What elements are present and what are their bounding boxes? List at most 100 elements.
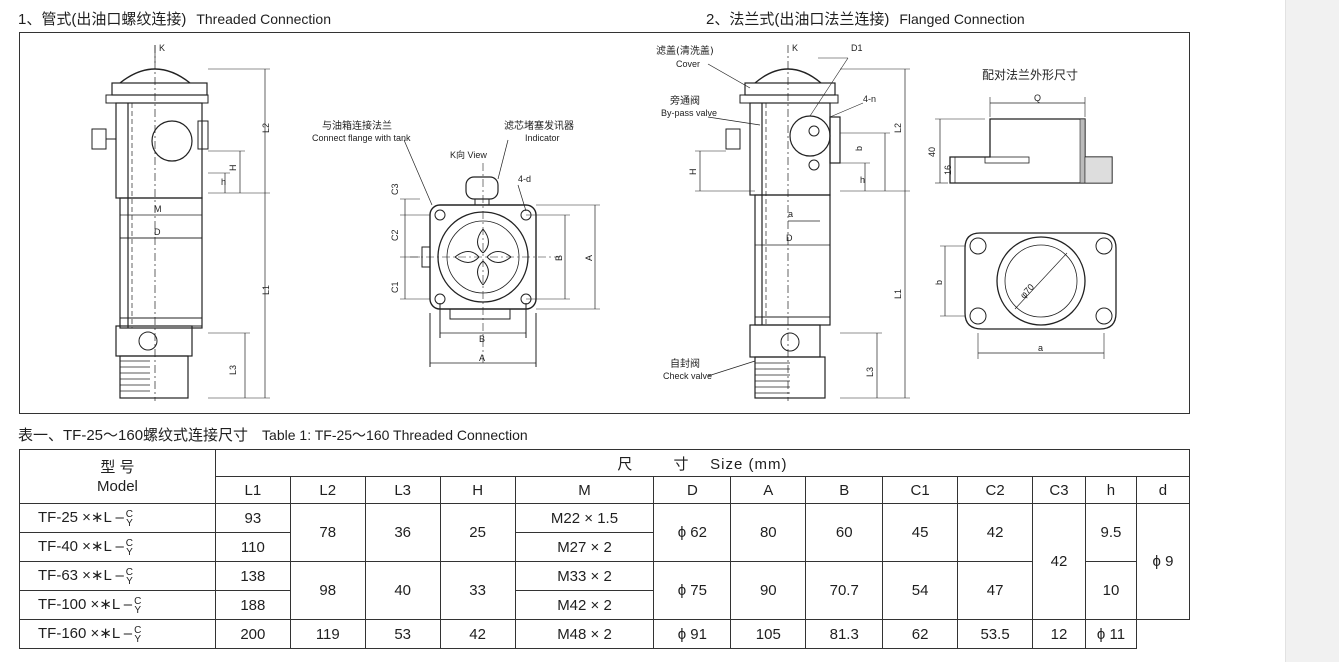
model-header-cn: 型 号 <box>100 458 135 476</box>
cell-c2: 47 <box>957 561 1034 620</box>
cell-small-h: 10 <box>1085 561 1137 620</box>
size-header-cn-1: 尺 <box>617 455 634 473</box>
cell-c2: 42 <box>957 503 1034 562</box>
table-header-row-1: 型 号 Model 尺 寸 Size (mm) <box>19 449 1191 504</box>
label-holes-4d: 4-d <box>518 174 531 184</box>
dimension-table: 型 号 Model 尺 寸 Size (mm) L1 L2 L3 H M D A … <box>19 449 1191 649</box>
label-d-1: D <box>154 227 161 237</box>
cell-l1: 93 <box>214 503 291 533</box>
label-c2: C2 <box>390 229 400 241</box>
label-d-2: D <box>786 233 793 243</box>
label-40: 40 <box>927 147 937 157</box>
label-check-cn: 自封阀 <box>670 357 700 370</box>
cell-h: 25 <box>439 503 516 562</box>
flanged-heading-cn: 2、法兰式(出油口法兰连接) <box>706 11 890 28</box>
cell-m: M33 × 2 <box>514 561 655 591</box>
cell-d: ϕ 75 <box>653 561 732 620</box>
model-name: TF-25 ×∗L – <box>38 509 124 527</box>
label-k-1: K <box>159 43 165 53</box>
table-caption-en: Table 1: TF-25～160 Threaded Connection <box>262 427 528 443</box>
label-mount-flange-en: Connect flange with tank <box>312 133 411 143</box>
label-bypass-cn: 旁通阀 <box>670 94 700 107</box>
cell-l1: 200 <box>214 619 291 649</box>
flanged-filter-drawing <box>695 45 910 401</box>
model-name: TF-160 ×∗L – <box>38 625 133 643</box>
label-m-1: M <box>154 204 162 214</box>
model-header-en: Model <box>97 477 138 495</box>
label-small-b-flange: b <box>854 146 864 151</box>
cell-a: 80 <box>730 503 807 562</box>
label-q: Q <box>1034 93 1041 103</box>
technical-drawing-frame: K L2 L1 L3 H h M D 与油箱连接法兰 Connect flang… <box>19 32 1190 414</box>
cell-c1: 62 <box>882 619 959 649</box>
col-header-c2: C2 <box>957 476 1034 504</box>
col-header-c1: C1 <box>882 476 959 504</box>
cell-m: M48 × 2 <box>514 619 655 649</box>
size-header-cn-2: 寸 <box>673 455 690 473</box>
threaded-heading-cn: 1、管式(出油口螺纹连接) <box>18 11 187 28</box>
label-cover-en: Cover <box>676 59 700 69</box>
label-l1-1: L1 <box>261 285 271 295</box>
vertical-scrollbar[interactable] <box>1285 0 1339 662</box>
col-header-small-d: d <box>1135 476 1191 504</box>
col-header-d: D <box>653 476 732 504</box>
col-header-h: H <box>439 476 516 504</box>
cell-b: 60 <box>805 503 884 562</box>
label-cover-cn: 滤盖(清洗盖) <box>656 44 714 57</box>
label-16: 16 <box>943 165 953 175</box>
model-name: TF-40 ×∗L – <box>38 538 124 556</box>
label-d1: D1 <box>851 43 863 53</box>
label-bypass-en: By-pass valve <box>661 108 717 118</box>
cell-c2: 53.5 <box>957 619 1034 649</box>
cell-m: M22 × 1.5 <box>514 503 655 533</box>
label-mount-flange-cn: 与油箱连接法兰 <box>322 119 392 132</box>
label-indicator-en: Indicator <box>525 133 560 143</box>
cell-small-h: 9.5 <box>1085 503 1137 562</box>
col-header-l3: L3 <box>364 476 441 504</box>
label-indicator-cn: 滤芯堵塞发讯器 <box>504 119 574 132</box>
cell-m: M42 × 2 <box>514 590 655 620</box>
k-view-drawing <box>400 139 600 367</box>
threaded-heading-en: Threaded Connection <box>196 11 331 27</box>
cell-l1: 138 <box>214 561 291 591</box>
label-small-b-counter: b <box>934 280 944 285</box>
cell-small-d: ϕ 9 <box>1135 503 1191 620</box>
label-l3-2: L3 <box>865 367 875 377</box>
size-header: 尺 寸 Size (mm) <box>214 449 1191 477</box>
scrollbar-track[interactable] <box>1286 0 1339 662</box>
cell-a: 90 <box>730 561 807 620</box>
counter-flange-drawing <box>935 97 1117 359</box>
col-header-c3: C3 <box>1032 476 1086 504</box>
cell-h: 42 <box>439 619 516 649</box>
threaded-filter-drawing <box>91 45 270 401</box>
cell-c1: 54 <box>882 561 959 620</box>
size-header-en: Size (mm) <box>710 455 788 473</box>
cell-l1: 188 <box>214 590 291 620</box>
technical-drawing: K L2 L1 L3 H h M D 与油箱连接法兰 Connect flang… <box>91 43 1117 401</box>
col-header-l1: L1 <box>214 476 291 504</box>
flanged-heading-en: Flanged Connection <box>899 11 1025 27</box>
model-header: 型 号 Model <box>19 449 216 504</box>
col-header-b: B <box>805 476 884 504</box>
label-c1: C1 <box>390 281 400 293</box>
label-small-h-2: h <box>860 175 865 185</box>
model-name: TF-100 ×∗L – <box>38 596 133 614</box>
label-small-a-2: a <box>1038 343 1043 353</box>
label-l2-2: L2 <box>893 123 903 133</box>
threaded-connection-heading: 1、管式(出油口螺纹连接) Threaded Connection <box>18 8 331 29</box>
table-header-row-2: L1 L2 L3 H M D A B C1 C2 C3 h d <box>20 476 1191 504</box>
cell-d: ϕ 91 <box>653 619 732 649</box>
label-c3: C3 <box>390 183 400 195</box>
label-small-a-1: a <box>788 209 793 219</box>
